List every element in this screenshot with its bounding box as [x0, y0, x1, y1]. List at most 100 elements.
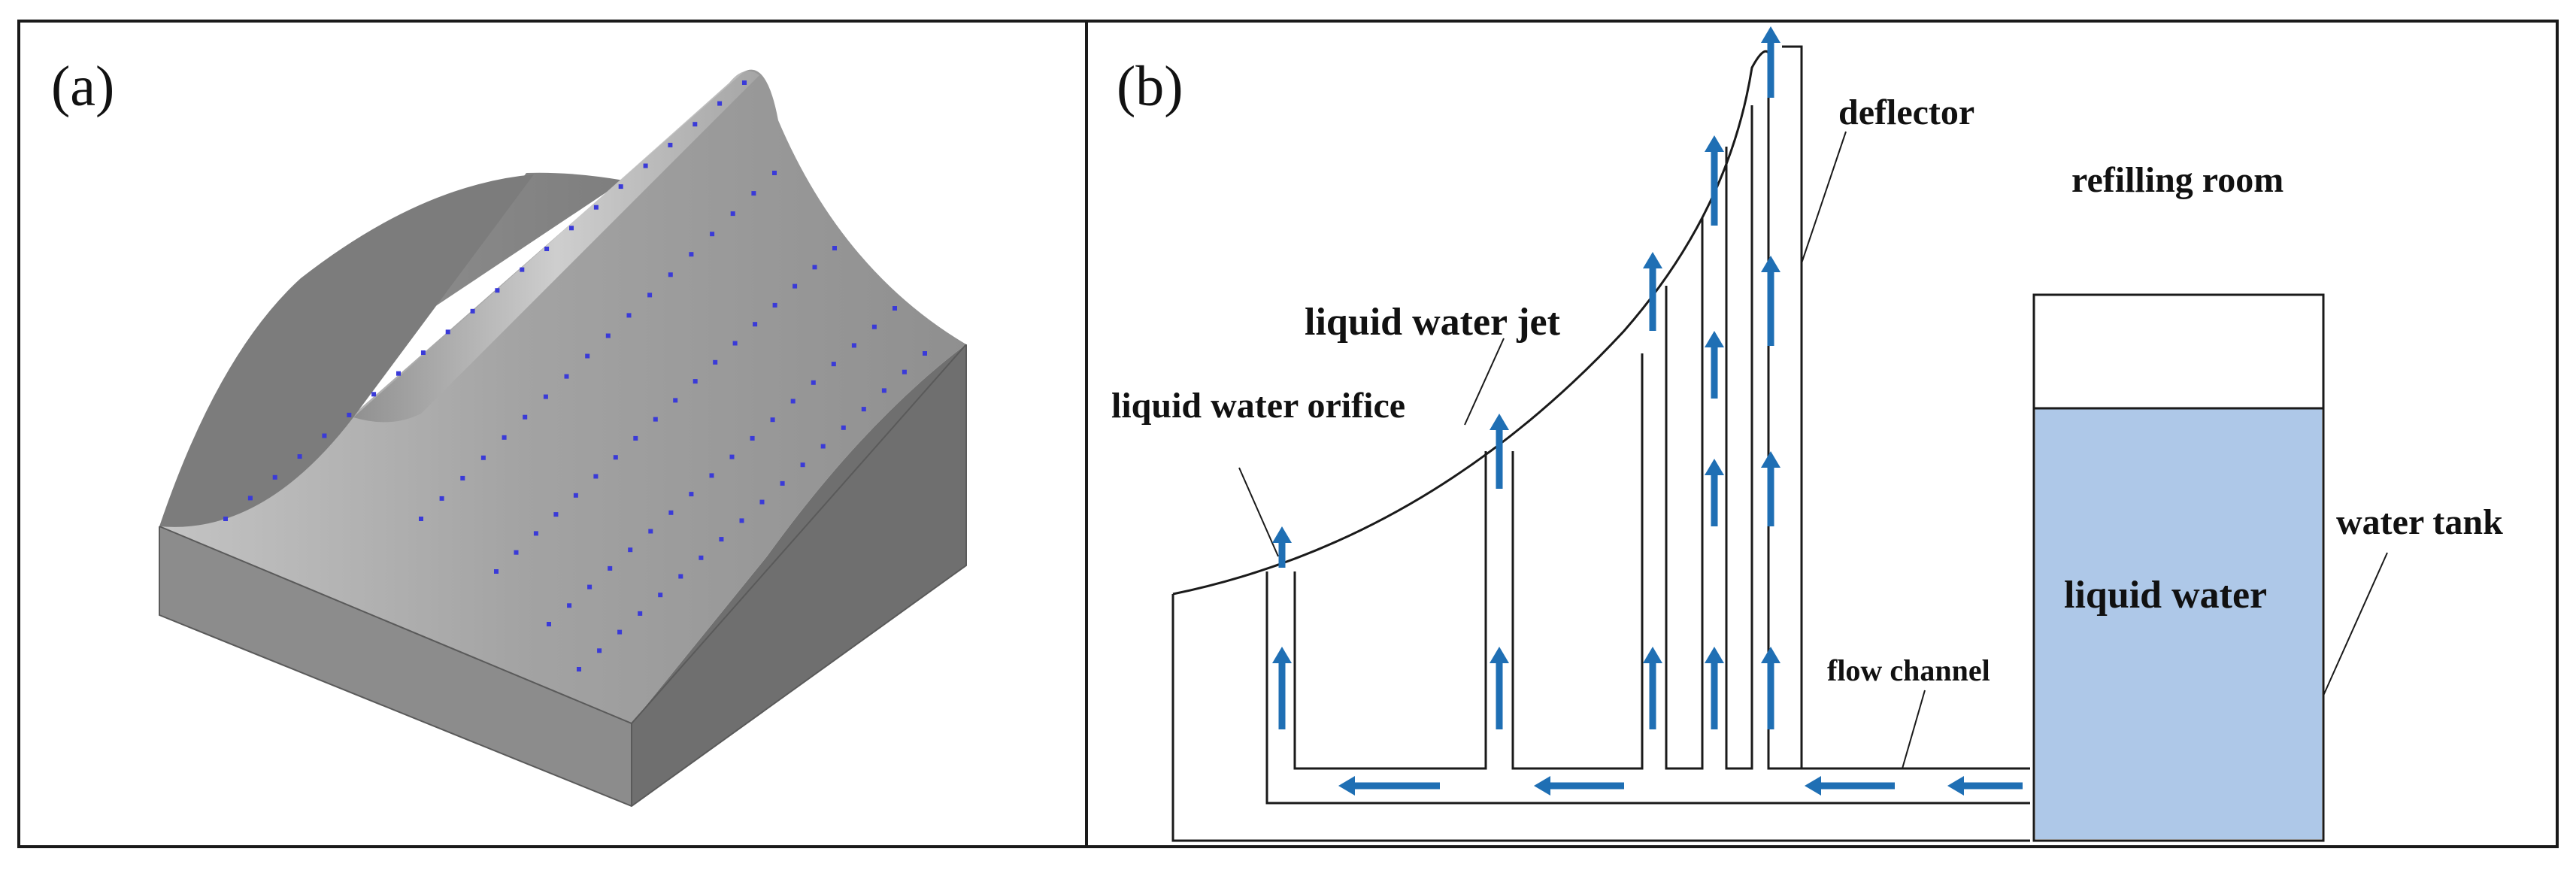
orifice-dot [759, 499, 765, 505]
orifice-dot [861, 407, 866, 412]
orifice-dot [587, 584, 592, 590]
orifice-leader [1238, 467, 1279, 557]
orifice-dot [902, 369, 907, 374]
channel-floor-2 [1511, 353, 1644, 770]
channel-top-wall [1265, 571, 2030, 805]
orifice-dot [597, 648, 602, 653]
block-top-surface [159, 69, 966, 723]
orifice-dot [812, 265, 817, 270]
orifice-dot [648, 529, 653, 534]
panel-b: (b) [1111, 26, 2503, 842]
label-flow-channel: flow channel [1827, 653, 1990, 687]
orifice-dot [419, 517, 423, 521]
orifice-dot [751, 191, 756, 196]
orifice-dot [729, 454, 735, 459]
orifice-dot [573, 493, 578, 498]
orifice-dot [668, 272, 673, 277]
orifice-dots [223, 80, 927, 671]
flow-arrow [1490, 414, 1509, 489]
orifice-dot [709, 473, 714, 478]
left-concave-shade [159, 174, 534, 527]
orifice-dot [608, 565, 613, 571]
orifice-dot [647, 293, 653, 298]
orifice-dot [480, 455, 486, 460]
orifice-dot [871, 324, 877, 329]
nozzle-block-3d [159, 69, 967, 808]
orifice-dot [841, 425, 846, 430]
orifice-dot [272, 474, 277, 480]
orifice-dot [553, 512, 559, 517]
orifice-dot [780, 480, 785, 486]
flow-channel-leader [1902, 690, 1926, 769]
flow-arrows [1272, 26, 2023, 796]
orifice-dot [678, 574, 683, 579]
orifice-dot [689, 492, 694, 497]
orifice-dot [547, 622, 551, 626]
orifice-dot [460, 475, 465, 480]
orifice-dot [577, 667, 581, 671]
label-liquid-water: liquid water [2064, 574, 2267, 617]
flow-arrow [1643, 647, 1662, 729]
orifice-dot [750, 435, 755, 441]
label-liquid-water-orifice: liquid water orifice [1111, 386, 1405, 426]
orifice-dot [832, 246, 837, 250]
orifice-dot [593, 474, 599, 479]
panel-a: (a) [51, 55, 967, 808]
orifice-dot [347, 412, 352, 417]
flow-arrow [1761, 451, 1780, 526]
orifice-dot [523, 414, 528, 420]
orifice-dot [668, 142, 673, 147]
channel-floor-4 [1725, 105, 1753, 770]
orifice-dot [605, 333, 611, 338]
block-front-face [159, 526, 632, 806]
orifice-dot [719, 537, 724, 542]
orifice-dot [638, 611, 643, 616]
orifice-dot [495, 288, 500, 293]
flow-arrow [1534, 776, 1624, 796]
flow-arrow [1490, 647, 1509, 729]
orifice-dot [593, 205, 599, 210]
orifice-dot [739, 518, 744, 523]
orifice-dot [439, 496, 444, 501]
label-deflector: deflector [1838, 92, 1974, 132]
block-edges [159, 344, 967, 808]
flow-arrow [1643, 252, 1662, 331]
orifice-dot [689, 252, 694, 257]
flow-arrow [1761, 647, 1780, 729]
orifice-dot [297, 454, 302, 459]
orifice-dot [713, 359, 718, 365]
orifice-dot [692, 122, 698, 127]
orifice-dot [717, 101, 723, 106]
orifice-dot [772, 171, 777, 175]
orifice-dot [223, 517, 228, 521]
orifice-dot [881, 388, 886, 393]
orifice-dot [628, 547, 633, 553]
flow-arrow [1272, 526, 1292, 568]
orifice-dot [514, 550, 519, 555]
water-tank-leader [2323, 552, 2388, 696]
channel-floor [1293, 451, 1487, 770]
channel-floor-3 [1665, 218, 1704, 770]
orifice-dot [567, 603, 572, 608]
orifice-dot [247, 496, 253, 501]
flow-arrow [1761, 256, 1780, 346]
orifice-dot [322, 433, 327, 438]
orifice-dot [445, 329, 450, 335]
panel-b-label: (b) [1117, 55, 1183, 118]
orifice-dot [831, 362, 836, 367]
orifice-dot [820, 444, 826, 449]
orifice-dot [668, 510, 674, 515]
label-refilling-room: refilling room [2071, 160, 2284, 200]
jet-leader [1464, 338, 1505, 426]
panel-a-label: (a) [51, 55, 114, 118]
orifice-dot [770, 417, 775, 423]
orifice-dot [772, 302, 777, 308]
orifice-dot [753, 322, 758, 327]
water-fill [2035, 408, 2322, 839]
orifice-dot [790, 399, 796, 404]
deflector-curve [1172, 50, 1770, 596]
orifice-dot [543, 394, 548, 399]
orifice-dot [811, 380, 816, 385]
